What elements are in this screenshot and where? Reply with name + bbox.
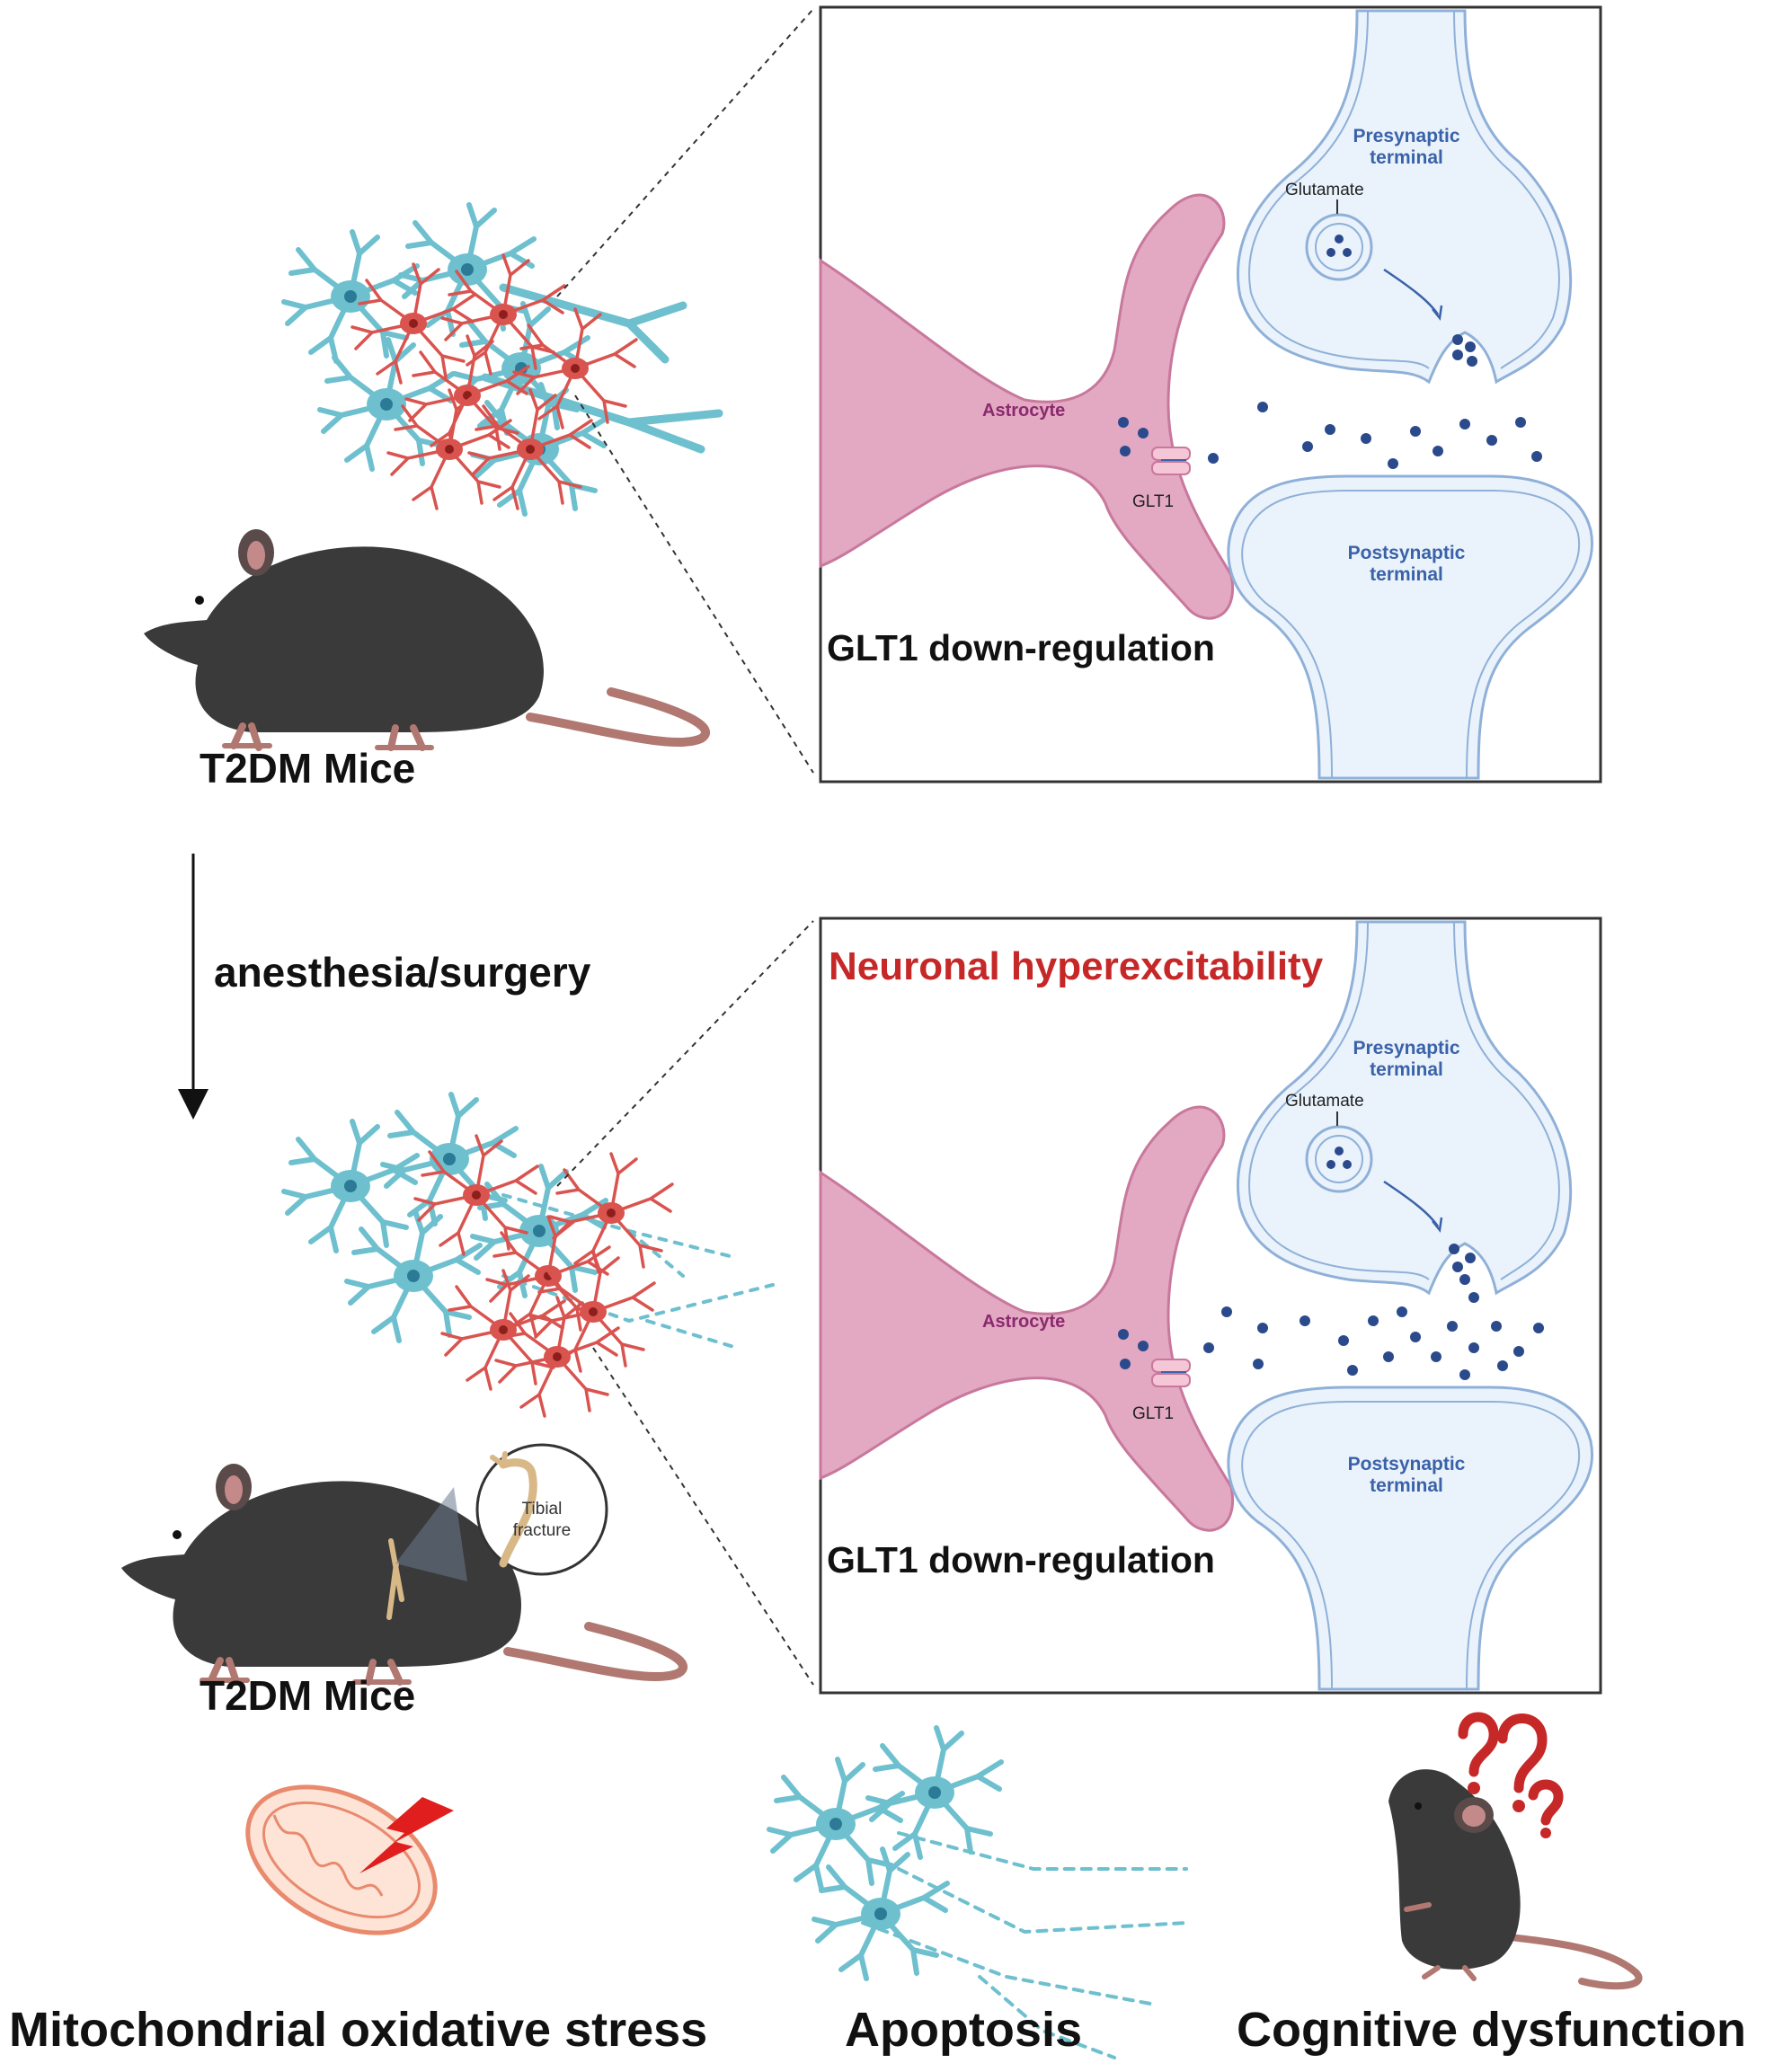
question-marks-icon: [1458, 1712, 1564, 1826]
tibial-fracture-inset: [395, 1443, 608, 1581]
top-presynaptic-label: Presynaptic terminal: [1321, 126, 1492, 169]
transition-arrow: [178, 854, 208, 1120]
transition-label: anesthesia/surgery: [214, 949, 591, 996]
top-panel-caption: GLT1 down-regulation: [827, 627, 1215, 669]
zoom-line-top-upper: [556, 8, 814, 297]
bottom-astrocyte-label: Astrocyte: [982, 1312, 1066, 1332]
bottom-postsynaptic-label: Postsynaptic terminal: [1317, 1454, 1496, 1497]
outcome-cognitive-label: Cognitive dysfunction: [1237, 2003, 1746, 2057]
top-postsynaptic-label: Postsynaptic terminal: [1317, 543, 1496, 586]
bottom-glutamate-label: Glutamate: [1285, 1092, 1364, 1111]
bottom-panel-headline: Neuronal hyperexcitability: [829, 944, 1324, 988]
top-presynaptic-line1: Presynaptic: [1353, 126, 1460, 146]
question-dots: [1468, 1782, 1551, 1838]
mouse-top-icon: [144, 529, 705, 748]
synapse-panel-bottom: [819, 916, 1602, 1695]
top-glt1-label: GLT1: [1132, 492, 1175, 511]
bottom-presynaptic-line1: Presynaptic: [1353, 1038, 1460, 1058]
mitochondria-icon: [245, 1784, 454, 1935]
fracture-label-line2: fracture: [512, 1521, 572, 1540]
zoom-line-bottom-upper: [556, 920, 814, 1187]
top-mouse-label: T2DM Mice: [200, 745, 416, 792]
apoptotic-neurons-icon: [769, 1728, 1188, 2059]
outcome-mitochondrial-label: Mitochondrial oxidative stress: [9, 2003, 708, 2057]
top-presynaptic-line2: terminal: [1370, 147, 1443, 168]
bottom-mouse-label: T2DM Mice: [200, 1672, 416, 1719]
top-glutamate-label: Glutamate: [1285, 181, 1364, 199]
zoom-line-bottom-lower: [592, 1347, 814, 1686]
synapse-panel-top: [819, 5, 1602, 784]
top-postsynaptic-line1: Postsynaptic: [1347, 543, 1466, 563]
bottom-presynaptic-line2: terminal: [1370, 1059, 1443, 1080]
top-astrocyte-label: Astrocyte: [982, 401, 1066, 421]
top-neuron-cluster: [284, 205, 723, 514]
outcome-apoptosis-label: Apoptosis: [845, 2003, 1082, 2057]
confused-mouse-icon: [1388, 1769, 1643, 1990]
bottom-glt1-label: GLT1: [1132, 1404, 1175, 1423]
bottom-presynaptic-label: Presynaptic terminal: [1321, 1038, 1492, 1081]
bottom-postsynaptic-line1: Postsynaptic: [1347, 1454, 1466, 1474]
fracture-label: Tibial fracture: [497, 1499, 587, 1542]
bottom-panel-caption: GLT1 down-regulation: [827, 1539, 1215, 1581]
fracture-label-line1: Tibial: [521, 1500, 563, 1519]
top-postsynaptic-line2: terminal: [1370, 564, 1443, 585]
zoom-line-top-lower: [574, 394, 814, 774]
mouse-bottom-icon: [121, 1464, 683, 1682]
bottom-postsynaptic-line2: terminal: [1370, 1475, 1443, 1496]
bottom-neuron-cluster: [284, 1094, 775, 1418]
